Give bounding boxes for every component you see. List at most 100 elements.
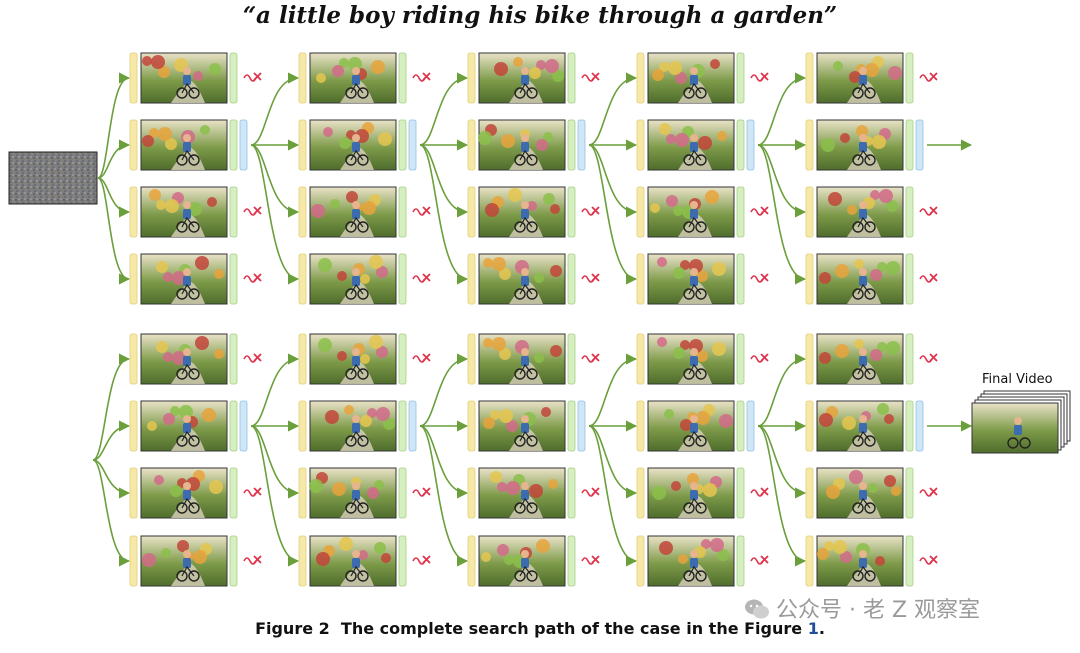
top-frame-c4-r3 [647,186,735,238]
bottom-frame-c2-r4 [309,535,397,587]
top-arrow-icon-c5-r3 [757,144,807,218]
top-score-bars-c5-r1 [805,52,914,104]
top-arrow-icon-c2-r1 [250,72,300,146]
bottom-frame-c2-r3 [309,467,397,519]
bottom-score-bars-c3-r3 [467,467,576,519]
bottom-frame-c4-r1 [647,333,735,385]
top-arrow-icon-c4-r3 [588,144,638,218]
bottom-arrow-icon-c5-r1 [757,353,807,427]
top-score-bars-c1-r3 [129,186,238,238]
bottom-score-bars-c3-r4 [467,535,576,587]
bottom-score-bars-c1-r3 [129,467,238,519]
top-arrow-icon-c5-r1 [757,72,807,146]
bottom-reject-icon-c5-r3 [919,487,938,497]
bottom-arrow-icon-c1-r1 [92,353,131,461]
top-frame-c3-r1 [478,52,566,104]
bottom-score-bars-c4-r4 [636,535,745,587]
top-reject-icon-c4-r4 [750,273,769,283]
bottom-arrow-icon-c5-r4 [757,425,807,567]
top-frame-c3-r2 [478,119,566,171]
bottom-arrow-icon-c3-r1 [419,353,469,427]
bottom-frame-c4-r2 [647,400,735,452]
bottom-reject-icon-c5-r4 [919,555,938,565]
bottom-reject-icon-c1-r3 [243,487,262,497]
top-score-bars-c3-r4 [467,253,576,305]
bottom-frame-c3-r2 [478,400,566,452]
top-score-bars-c2-r3 [298,186,407,238]
top-score-bars-c2-r2 [298,119,417,171]
caption-end: . [818,619,825,638]
bottom-score-bars-c3-r1 [467,333,576,385]
noise-image [8,151,98,205]
top-frame-c4-r4 [647,253,735,305]
bottom-frame-c4-r3 [647,467,735,519]
bottom-score-bars-c4-r2 [636,400,755,452]
bottom-score-bars-c5-r2 [805,400,924,452]
top-score-bars-c4-r4 [636,253,745,305]
top-score-bars-c4-r1 [636,52,745,104]
bottom-score-bars-c5-r1 [805,333,914,385]
top-frame-c4-r2 [647,119,735,171]
top-frame-c4-r1 [647,52,735,104]
watermark: 公众号 · 老 Z 观察室 [744,592,980,624]
bottom-frame-c5-r4 [816,535,904,587]
top-score-bars-c4-r2 [636,119,755,171]
bottom-arrow-icon-c2-r3 [250,425,300,499]
bottom-arrow-icon-c4-r1 [588,353,638,427]
bottom-score-bars-c2-r2 [298,400,417,452]
top-frame-c3-r4 [478,253,566,305]
top-arrow-icon-c3-r3 [419,144,469,218]
bottom-score-bars-c4-r3 [636,467,745,519]
top-arrow-icon-c3-r4 [419,144,469,285]
top-frame-c2-r4 [309,253,397,305]
bottom-frame-c2-r2 [309,400,397,452]
top-frame-c1-r1 [140,52,228,104]
bottom-score-bars-c1-r4 [129,535,238,587]
bottom-frame-c3-r3 [478,467,566,519]
top-frame-c2-r2 [309,119,397,171]
top-frame-c5-r4 [816,253,904,305]
bottom-arrow-icon-c2-r4 [250,425,300,567]
bottom-reject-icon-c4-r1 [750,353,769,363]
bottom-frame-c3-r1 [478,333,566,385]
top-reject-icon-c2-r3 [412,206,431,216]
bottom-reject-icon-c2-r4 [412,555,431,565]
top-score-bars-c3-r2 [467,119,586,171]
caption-figure-number: Figure 2 [255,619,330,638]
bottom-arrow-icon-c1-r2 [92,420,131,461]
top-reject-icon-c3-r3 [581,206,600,216]
top-frame-c1-r2 [140,119,228,171]
top-reject-icon-c1-r4 [243,273,262,283]
top-arrow-icon-c1-r4 [97,177,131,285]
top-score-bars-c2-r1 [298,52,407,104]
top-score-bars-c1-r4 [129,253,238,305]
prompt-title: “a little boy riding his bike through a … [242,2,838,29]
top-arrow-icon-c5-r4 [757,144,807,285]
frames-layer [129,52,938,587]
top-reject-icon-c5-r4 [919,273,938,283]
top-arrow-icon-c4-r4 [588,144,638,285]
bottom-reject-icon-c1-r1 [243,353,262,363]
top-reject-icon-c3-r4 [581,273,600,283]
top-reject-icon-c1-r3 [243,206,262,216]
bottom-reject-icon-c3-r1 [581,353,600,363]
top-arrow-icon-c2-r3 [250,144,300,218]
caption-figure-ref: 1 [807,619,819,638]
top-arrow-icon-c1-r3 [97,177,131,218]
top-frame-c5-r1 [816,52,904,104]
bottom-arrow-icon-c4-r4 [588,425,638,567]
top-reject-icon-c2-r1 [412,72,431,82]
bottom-reject-icon-c2-r1 [412,353,431,363]
bottom-frame-c1-r3 [140,467,228,519]
bottom-reject-icon-c4-r3 [750,487,769,497]
top-score-bars-c5-r2 [805,119,924,171]
bottom-score-bars-c2-r3 [298,467,407,519]
bottom-frame-c5-r1 [816,333,904,385]
bottom-frame-c4-r4 [647,535,735,587]
top-frame-c1-r3 [140,186,228,238]
top-score-bars-c5-r3 [805,186,914,238]
top-score-bars-c3-r1 [467,52,576,104]
bottom-score-bars-c4-r1 [636,333,745,385]
top-frame-c2-r3 [309,186,397,238]
